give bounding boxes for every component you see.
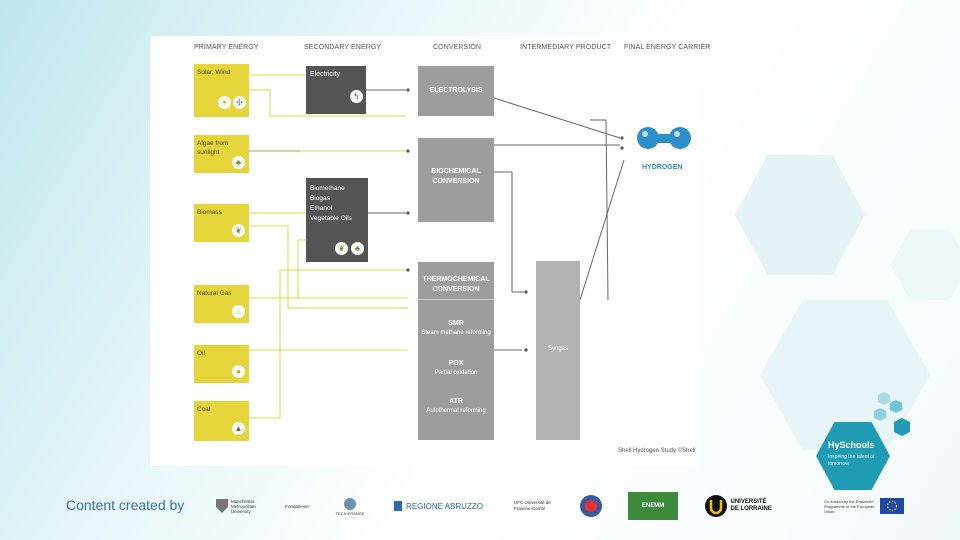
logo-enemm: ENEMM <box>628 492 678 520</box>
logo-text: UNIVERSITÉ DE LORRAINE <box>730 499 772 512</box>
conversion-biochemical: BIOCHEMICAL CONVERSION <box>418 138 494 222</box>
coal-icon: ▲ <box>232 422 245 435</box>
smr-subtitle: Steam methane reforming <box>421 330 491 336</box>
conversion-thermochemical: THERMOCHEMICAL CONVERSION SMR Steam meth… <box>418 262 494 440</box>
label: Oil <box>197 350 205 357</box>
label: Biomass <box>197 209 222 216</box>
atr-subtitle: Autothermal reforming <box>426 408 486 414</box>
decorative-hexagons <box>874 392 910 436</box>
power-pylon-icon: ϟ <box>350 90 363 103</box>
header-final-energy-carrier: FINAL ENERGY CARRIER <box>624 44 711 51</box>
label: Natural Gas <box>197 290 232 297</box>
label: THERMOCHEMICAL CONVERSION <box>422 276 490 293</box>
primary-coal: Coal ▲ <box>194 401 249 441</box>
atr-title: ATR <box>449 398 463 405</box>
secondary-electricity: Electricity ϟ <box>306 66 366 114</box>
conversion-electrolysis: ELECTROLYSIS <box>418 66 494 116</box>
intermediate-syngas: Syngas <box>536 261 580 440</box>
pox-subtitle: Partial oxidation <box>434 370 478 376</box>
primary-algae: Algae from sunlight ♣ <box>194 135 249 173</box>
logo-lorraine: UNIVERSITÉ DE LORRAINE <box>702 492 774 520</box>
eu-flag-icon <box>880 498 904 514</box>
seal-icon <box>580 495 602 517</box>
sun-icon: ☀ <box>218 96 231 109</box>
label: Electricity <box>310 71 340 78</box>
cofunded-text: Co-funded by the Erasmus+ Programme of t… <box>824 498 875 514</box>
wind-turbine-icon: ✣ <box>233 96 246 109</box>
logo-text: UFC Université de Franche-Comté <box>514 500 551 511</box>
flame-icon: ♨ <box>232 305 245 318</box>
pox-title: POX <box>448 360 464 367</box>
region-shield-icon <box>394 501 403 511</box>
primary-oil: Oil ● <box>194 345 249 383</box>
logo-fondazione: Fondazione <box>282 492 312 520</box>
leaf-icon: ♣ <box>351 242 364 255</box>
primary-solar-wind: Solar, Wind ☀ ✣ <box>194 64 249 117</box>
globe-icon <box>344 497 356 510</box>
crest-icon <box>216 499 228 513</box>
divider <box>418 299 494 300</box>
label: Solar, Wind <box>197 69 231 76</box>
logo-tech-france: TECH-FRANCE <box>332 492 368 520</box>
logo-manchester: Manchester Metropolitan University <box>214 492 272 520</box>
logo-text: Manchester Metropolitan University <box>231 498 256 514</box>
oil-drop-icon: ● <box>232 365 245 378</box>
header-intermediary-product: INTERMEDIARY PRODUCT <box>520 44 612 51</box>
label: Biomethane Biogas Ethanol Vegetable Oils <box>310 185 352 222</box>
logo-campus <box>578 492 604 520</box>
hyschools-title: HySchools <box>828 440 875 450</box>
hyschools-tagline: Inspiring the talent of tomorrow <box>828 454 875 467</box>
label: Algae from sunlight <box>197 140 229 156</box>
logo-text: Fondazione <box>285 503 309 509</box>
logo-text: ENEMM <box>641 503 665 509</box>
primary-natural-gas: Natural Gas ♨ <box>194 285 249 323</box>
leaf-icon: ❦ <box>232 224 245 237</box>
logo-text: REGIONE ABRUZZO <box>406 501 483 511</box>
background-hexagon <box>735 155 865 275</box>
source-caption: Shell Hydrogen Study ©Shell <box>618 448 696 454</box>
hydrogen-label: HYDROGEN <box>642 164 683 171</box>
primary-biomass: Biomass ❦ <box>194 204 249 242</box>
header-secondary-energy: SECONDARY ENERGY <box>304 44 382 51</box>
lorraine-emblem-icon <box>704 495 727 517</box>
smr-title: SMR <box>448 320 464 327</box>
logo-regione-abruzzo: REGIONE ABRUZZO <box>388 492 488 520</box>
label: BIOCHEMICAL CONVERSION <box>431 168 481 185</box>
label: Syngas <box>547 346 568 352</box>
header-conversion: CONVERSION <box>433 44 482 51</box>
logo-text: TECH-FRANCE <box>335 510 365 516</box>
logo-ufc: UFC Université de Franche-Comté <box>514 492 554 520</box>
hydrogen-molecule-icon <box>637 127 691 149</box>
leaf-icon: ❦ <box>335 242 348 255</box>
content-created-by: Content created by <box>66 497 185 513</box>
header-primary-energy: PRIMARY ENERGY <box>194 44 259 51</box>
algae-icon: ♣ <box>232 156 245 169</box>
logo-eu-cofunded: Co-funded by the Erasmus+ Programme of t… <box>822 492 906 520</box>
label: ELECTROLYSIS <box>429 87 483 94</box>
secondary-biofuels: Biomethane Biogas Ethanol Vegetable Oils… <box>306 178 368 262</box>
label: Coal <box>197 406 211 413</box>
